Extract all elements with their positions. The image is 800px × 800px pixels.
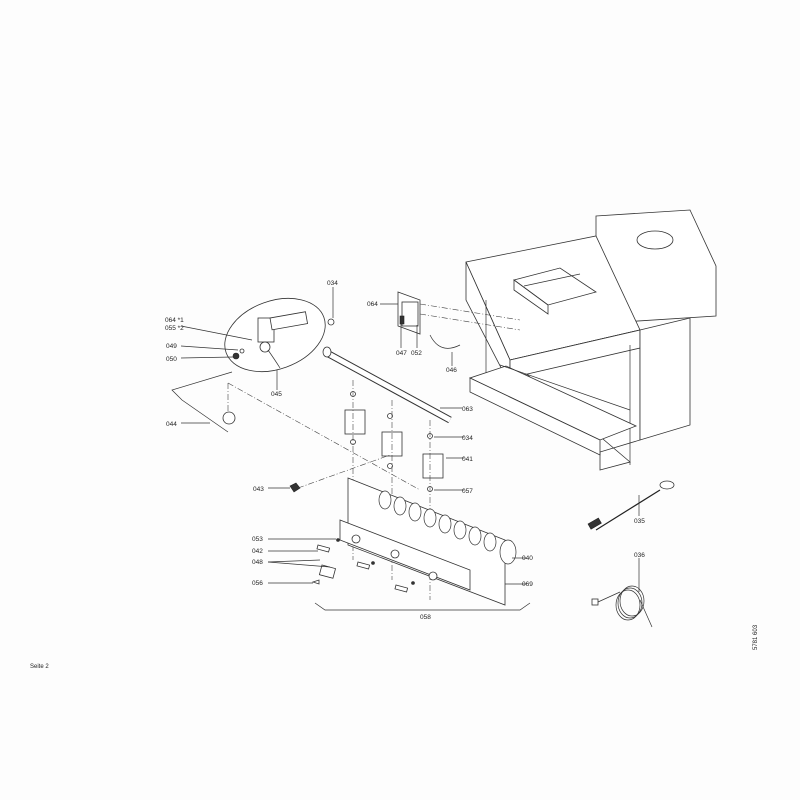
part-label-056: 056 [252, 580, 263, 587]
part-label-058: 058 [420, 614, 431, 621]
part-label-034: 034 [462, 435, 473, 442]
part-label-042: 042 [252, 548, 263, 555]
control-unit [397, 291, 521, 349]
leader-lines [180, 287, 640, 592]
part-label-047: 047 [396, 350, 407, 357]
part-label-063: 063 [462, 406, 473, 413]
drawing-number: 5781 603 [753, 624, 759, 650]
part-label-050: 050 [166, 356, 177, 363]
part-label-035: 035 [634, 518, 645, 525]
part-label-057: 057 [462, 488, 473, 495]
part-label-052: 052 [411, 350, 422, 357]
part-label-064-note: 064 *1 [165, 317, 184, 324]
part-label-064: 064 [367, 301, 378, 308]
igniter-detail [224, 298, 326, 372]
boiler-casing [465, 209, 717, 471]
burner-assembly [311, 477, 517, 606]
part-label-049: 049 [166, 343, 177, 350]
part-label-044: 044 [166, 421, 177, 428]
part-label-046: 046 [446, 367, 457, 374]
part-label-069: 069 [522, 581, 533, 588]
part-label-041: 041 [462, 456, 473, 463]
capillary-coil [591, 585, 653, 628]
page-label: Seite 2 [30, 664, 49, 670]
part-label-036: 036 [634, 552, 645, 559]
part-label-043: 043 [253, 486, 264, 493]
part-label-055-note: 055 *2 [165, 325, 184, 332]
part-label-048: 048 [252, 559, 263, 566]
part-label-040: 040 [522, 555, 533, 562]
part-label-034-top: 034 [327, 280, 338, 287]
part-label-045: 045 [271, 391, 282, 398]
part-label-053: 053 [252, 536, 263, 543]
